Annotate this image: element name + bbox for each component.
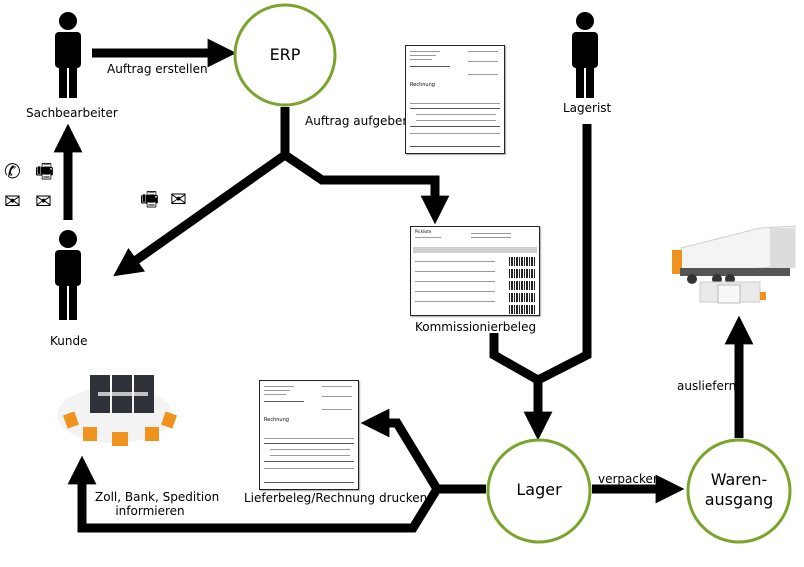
arrow-lager-outputs	[67, 408, 486, 533]
edge-label-informieren-line2: informieren	[115, 504, 185, 518]
edge-label-ausliefern: ausliefern	[677, 379, 737, 393]
edge-label-verpacken: verpacken	[598, 472, 661, 486]
edge-label-informieren: Zoll, Bank, Spedition informieren	[95, 490, 220, 518]
node-lager	[486, 438, 592, 544]
server-archive-image	[57, 375, 178, 446]
person-icon-sachbearbeiter	[55, 12, 81, 98]
node-lager-label: Lager	[516, 480, 562, 499]
node-warenausgang-label: Waren- ausgang	[699, 470, 779, 510]
invoice-title: Rechnung	[410, 82, 435, 88]
fax-icon: 🖷	[35, 159, 54, 183]
fax-icon: 🖷	[140, 187, 159, 211]
edge-label-auftrag-aufgeben: Auftrag aufgeben	[305, 114, 411, 128]
actor-sachbearbeiter-label: Sachbearbeiter	[26, 106, 118, 120]
node-erp-label: ERP	[269, 45, 301, 64]
arrow-to-lager	[489, 124, 592, 441]
node-warenausgang	[686, 438, 792, 544]
node-warenausgang-label-line2: ausgang	[704, 490, 774, 509]
invoice-title: Rechnung	[264, 417, 289, 423]
actor-lagerist-label: Lagerist	[563, 101, 612, 115]
invoice-document-thumbnail: Rechnung	[405, 45, 505, 154]
mail-icon: ✉	[4, 189, 21, 213]
edge-label-lieferbeleg-drucken: Lieferbeleg/Rechnung drucken	[244, 491, 428, 505]
node-erp	[233, 3, 337, 107]
email-icon: ✉	[35, 189, 52, 213]
node-warenausgang-label-line1: Waren-	[710, 470, 768, 489]
arrow-erp-branch	[113, 107, 450, 277]
truck-image	[672, 225, 796, 304]
email-icon: ✉	[170, 187, 187, 211]
phone-icon: ✆	[4, 159, 21, 183]
person-icon-lagerist	[572, 12, 598, 98]
edge-label-kommissionierbeleg: Kommissionierbeleg	[415, 320, 537, 334]
edge-label-auftrag-erstellen: Auftrag erstellen	[107, 62, 208, 76]
picking-list-title: Pickliste	[415, 229, 432, 234]
delivery-invoice-document-thumbnail: Rechnung	[259, 380, 359, 490]
actor-kunde-label: Kunde	[50, 334, 88, 348]
edge-label-informieren-line1: Zoll, Bank, Spedition	[95, 490, 220, 504]
picking-list-document-thumbnail: Pickliste	[410, 226, 540, 316]
person-icon-kunde	[55, 230, 81, 320]
